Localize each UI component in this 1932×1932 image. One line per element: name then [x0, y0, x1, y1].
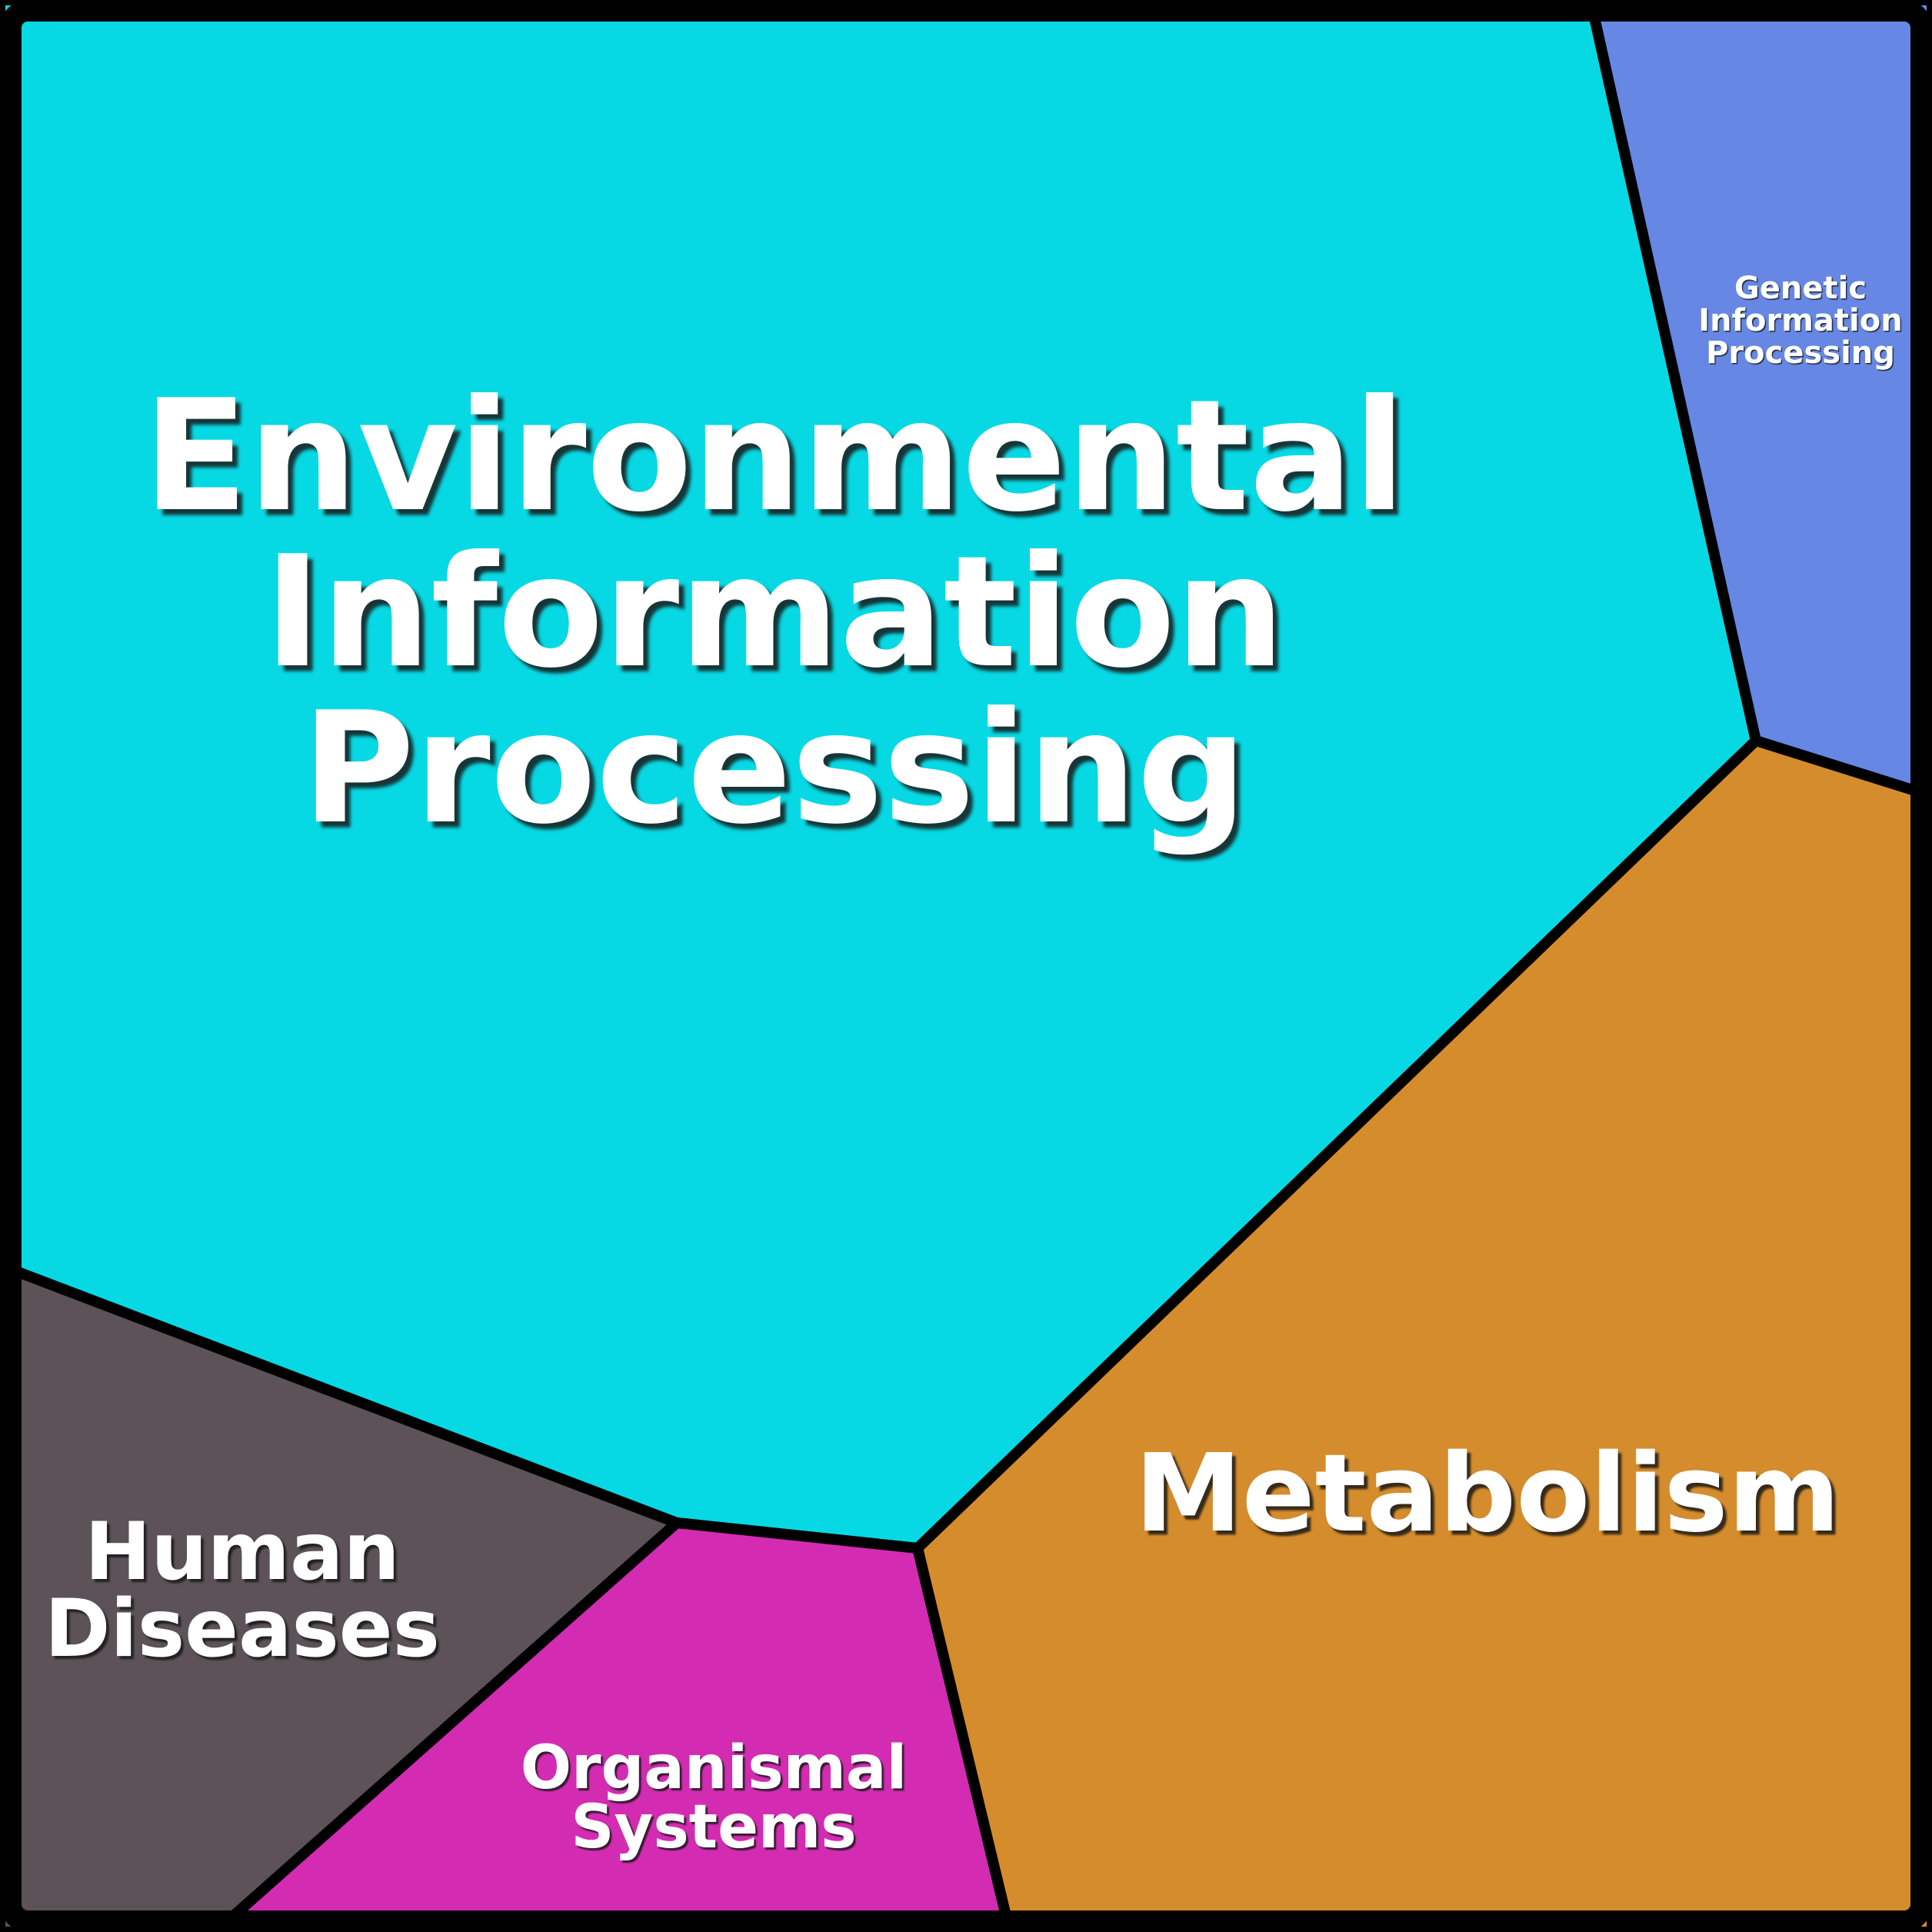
- region-label-genetic-line2: Information: [1698, 303, 1902, 338]
- region-label-human-diseases-line2: Diseases: [45, 1583, 440, 1675]
- region-label-environmental-line3: Processing: [301, 679, 1247, 858]
- region-label-environmental-line1: Environmental: [143, 367, 1406, 546]
- region-label-organismal-line1: Organismal: [521, 1734, 908, 1803]
- region-label-organismal-line2: Systems: [571, 1793, 856, 1862]
- region-genetic-information-processing[interactable]: [1585, 0, 1932, 801]
- region-label-metabolism: Metabolism: [1134, 1431, 1840, 1557]
- region-label-human-diseases-line1: Human: [85, 1506, 400, 1598]
- region-organismal-systems[interactable]: [210, 1517, 1015, 1932]
- region-label-environmental-line2: Information: [264, 523, 1284, 702]
- region-label-genetic-line1: Genetic: [1734, 271, 1867, 306]
- region-human-diseases[interactable]: [0, 1260, 682, 1932]
- region-label-genetic-line3: Processing: [1706, 335, 1895, 371]
- region-metabolism[interactable]: [912, 735, 1932, 1932]
